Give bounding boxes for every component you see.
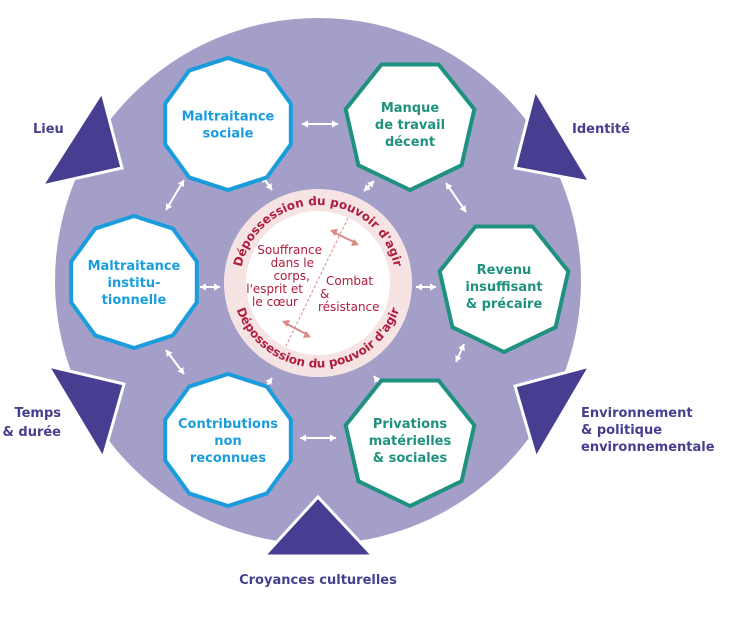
node-label-line: Maltraitance	[182, 110, 275, 125]
center-left-line: l'esprit et	[246, 282, 303, 296]
node-maltraitance-institutionnelle: Maltraitance institu-tionnelle	[69, 213, 199, 351]
node-label-line: matérielles	[369, 434, 452, 449]
node-label-line: & précaire	[466, 297, 543, 312]
dimension-label-duree: & durée	[3, 425, 62, 440]
connector-arrows	[165, 120, 467, 442]
double-arrow-icon	[165, 179, 185, 211]
dimension-label-environnementale: environnementale	[581, 440, 715, 455]
center-left-line: dans le	[271, 256, 314, 270]
center-core	[246, 211, 390, 355]
node-label-line: non	[214, 434, 241, 449]
inner-arrow-bottom	[282, 320, 311, 338]
inner-arrow-top	[330, 229, 359, 246]
double-arrow-icon	[445, 182, 467, 213]
dimension-label-identite: Identité	[572, 122, 630, 137]
center-left-line: le cœur	[252, 295, 298, 309]
triangle-lieu	[38, 88, 124, 189]
node-label-line: tionnelle	[102, 293, 167, 308]
node-shape	[437, 224, 571, 355]
dimension-label-lieu: Lieu	[33, 122, 64, 137]
node-label-line: reconnues	[190, 451, 266, 466]
double-arrow-icon	[363, 180, 375, 192]
center-left-text: Souffrance dans le corps, l'esprit et le…	[246, 243, 322, 309]
center-right-line: Combat	[326, 274, 373, 288]
center-left-line: Souffrance	[257, 243, 322, 257]
double-arrow-icon	[200, 283, 220, 291]
nodes: Maltraitance sociale Manque de travail décen…	[69, 55, 571, 509]
center-right-text: Combat & résistance	[318, 274, 380, 314]
double-arrow-icon	[300, 434, 336, 442]
node-label-line: institu-	[108, 276, 161, 291]
dimension-label-temps: Temps	[14, 406, 61, 421]
triangle-temps-duree	[44, 363, 126, 462]
node-label-line: Revenu	[477, 263, 532, 278]
dimension-label-environnement: Environnement	[581, 406, 693, 421]
triangle-identite	[513, 86, 593, 185]
center-left-line: corps,	[273, 269, 310, 283]
center-right-line: &	[320, 287, 329, 301]
node-label-line: & sociales	[373, 451, 448, 466]
node-label-line: Manque	[381, 101, 440, 116]
double-arrow-icon	[302, 120, 338, 128]
double-arrow-icon	[455, 343, 465, 363]
triangle-croyances	[260, 494, 377, 558]
node-shape	[69, 213, 199, 351]
node-contributions-non-reconnues: Contributions non reconnues	[163, 371, 293, 509]
node-label-line: sociale	[203, 127, 254, 142]
node-label-line: de travail	[375, 118, 445, 133]
center-divider	[285, 217, 349, 347]
node-shape	[163, 371, 293, 509]
node-revenu-insuffisant: Revenu insuffisant & précaire	[437, 224, 571, 355]
double-arrow-icon	[416, 283, 436, 291]
dimension-label-politique: & politique	[581, 423, 662, 438]
node-label-line: Contributions	[178, 417, 278, 432]
triangle-environnement	[513, 363, 594, 462]
node-label-line: Privations	[373, 417, 447, 432]
node-shape	[163, 55, 293, 193]
node-manque-travail-decent: Manque de travail décent	[343, 62, 477, 193]
node-privations: Privations matérielles & sociales	[343, 378, 477, 509]
node-label-line: insuffisant	[465, 280, 542, 295]
node-shape	[343, 62, 477, 193]
dimension-label-croyances: Croyances culturelles	[239, 573, 397, 588]
node-label-line: Maltraitance	[88, 259, 181, 274]
node-maltraitance-sociale: Maltraitance sociale	[163, 55, 293, 193]
node-shape	[343, 378, 477, 509]
center-right-line: résistance	[318, 300, 380, 314]
node-label-line: décent	[385, 135, 435, 150]
double-arrow-icon	[165, 349, 185, 375]
